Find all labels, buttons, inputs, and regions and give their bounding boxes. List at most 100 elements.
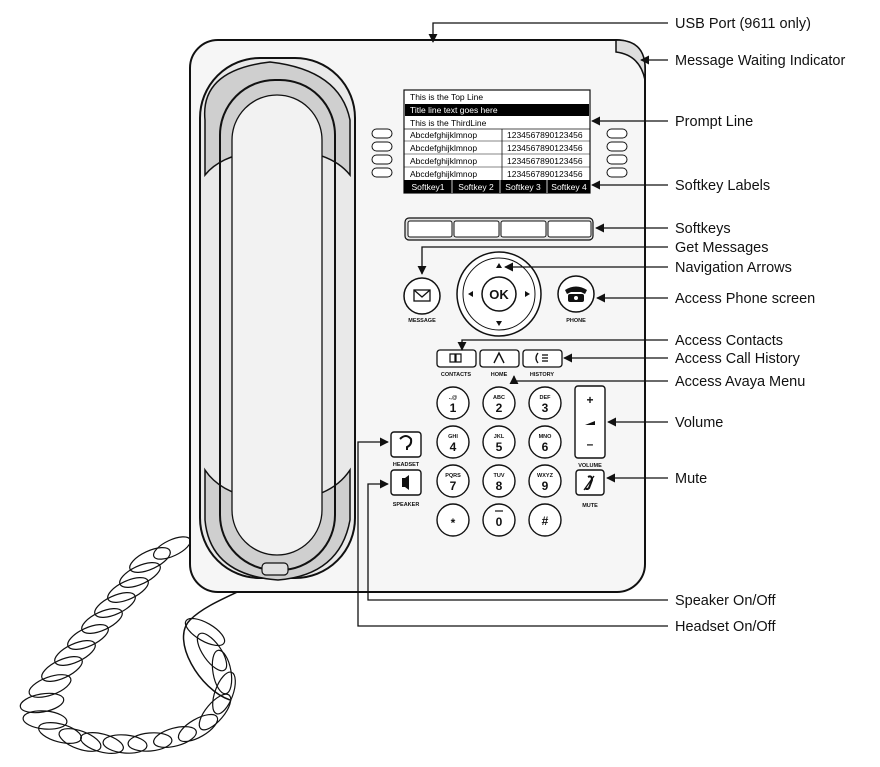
callout-get-messages: Get Messages <box>675 240 769 256</box>
speaker-button[interactable]: SPEAKER <box>390 469 422 508</box>
message-label: MESSAGE <box>408 318 436 324</box>
display-screen: This is the Top Line Title line text goe… <box>403 89 591 194</box>
softkey-label: Softkey1 <box>411 182 444 192</box>
svg-text:1: 1 <box>450 401 457 415</box>
display-row-right: 1234567890123456 <box>507 156 583 166</box>
callout-message-waiting: Message Waiting Indicator <box>675 53 845 69</box>
message-waiting-indicator <box>615 39 646 81</box>
book-icon <box>449 353 462 363</box>
svg-text:DEF: DEF <box>540 395 552 401</box>
phone-button[interactable]: PHONE <box>557 275 595 324</box>
message-button[interactable]: MESSAGE <box>403 277 441 324</box>
svg-text:ABC: ABC <box>493 395 505 401</box>
svg-text:JKL: JKL <box>494 434 505 440</box>
svg-text:6: 6 <box>542 440 549 454</box>
svg-text:#: # <box>542 514 549 528</box>
callout-labels: USB Port (9611 only) Message Waiting Ind… <box>675 16 845 635</box>
nav-down-arrow-icon[interactable] <box>496 321 502 326</box>
display-row-left: Abcdefghijklmnop <box>410 156 477 166</box>
mute-button[interactable]: MUTE <box>575 469 605 509</box>
nav-left-arrow-icon[interactable] <box>468 291 473 297</box>
softkeys <box>404 217 594 241</box>
nav-up-arrow-icon[interactable] <box>496 263 502 268</box>
svg-text:TUV: TUV <box>494 473 505 479</box>
callout-speaker: Speaker On/Off <box>675 593 776 609</box>
svg-text:GHI: GHI <box>448 434 458 440</box>
svg-text:MNO: MNO <box>539 434 553 440</box>
softkey-button[interactable] <box>500 220 547 238</box>
volume-plus-label: + <box>586 393 593 407</box>
svg-text:WXYZ: WXYZ <box>537 473 554 479</box>
display-row-left: Abcdefghijklmnop <box>410 169 477 179</box>
volume-rocker[interactable]: + – VOLUME <box>574 385 606 469</box>
svg-text:8: 8 <box>496 479 503 493</box>
key-star[interactable]: * <box>436 503 470 537</box>
mute-microphone-icon <box>584 475 594 490</box>
svg-text:2: 2 <box>496 401 503 415</box>
history-label: HISTORY <box>530 372 554 378</box>
contacts-button[interactable]: CONTACTS <box>436 349 477 378</box>
mute-label: MUTE <box>582 503 598 509</box>
callout-access-contacts: Access Contacts <box>675 333 783 349</box>
history-button[interactable]: HISTORY <box>522 349 563 378</box>
softkey-button[interactable] <box>407 220 453 238</box>
callout-headset: Headset On/Off <box>675 619 776 635</box>
key-1[interactable]: .,@1 <box>436 386 470 420</box>
softkey-label: Softkey 3 <box>505 182 541 192</box>
softkey-label: Softkey 2 <box>458 182 494 192</box>
callout-access-call-history: Access Call History <box>675 351 801 367</box>
home-label: HOME <box>491 372 508 378</box>
svg-text:*: * <box>451 516 456 530</box>
line-buttons[interactable] <box>371 128 628 178</box>
phone-label: PHONE <box>566 318 586 324</box>
callout-navigation-arrows: Navigation Arrows <box>675 260 792 276</box>
display-row-right: 1234567890123456 <box>507 169 583 179</box>
volume-label: VOLUME <box>578 463 602 469</box>
svg-text:4: 4 <box>450 440 457 454</box>
ok-button[interactable] <box>481 276 517 312</box>
svg-text:5: 5 <box>496 440 503 454</box>
svg-text:3: 3 <box>542 401 549 415</box>
headset-button[interactable]: HEADSET <box>390 431 422 468</box>
navigation-cluster[interactable]: OK <box>456 251 542 337</box>
key-0[interactable]: 0 <box>482 503 516 537</box>
callout-access-avaya-menu: Access Avaya Menu <box>675 374 805 390</box>
display-third-line: This is the ThirdLine <box>410 118 487 128</box>
callout-usb-port: USB Port (9611 only) <box>675 16 811 32</box>
callout-softkey-labels: Softkey Labels <box>675 178 770 194</box>
display-row-left: Abcdefghijklmnop <box>410 143 477 153</box>
callout-softkeys: Softkeys <box>675 221 731 237</box>
phone-icon <box>565 286 587 302</box>
callout-volume: Volume <box>675 415 723 431</box>
softkey-label: Softkey 4 <box>551 182 587 192</box>
volume-level-icon <box>585 421 595 425</box>
handset <box>199 57 356 581</box>
softkey-button[interactable] <box>547 220 592 238</box>
callout-mute: Mute <box>675 471 707 487</box>
home-button[interactable]: HOME <box>479 349 520 378</box>
nav-right-arrow-icon[interactable] <box>525 291 530 297</box>
contacts-label: CONTACTS <box>441 372 471 378</box>
callout-lines <box>357 22 668 627</box>
softkey-button[interactable] <box>453 220 500 238</box>
speaker-label: SPEAKER <box>393 502 420 508</box>
speaker-icon <box>402 475 409 490</box>
coiled-cord <box>19 536 279 754</box>
display-title-line: Title line text goes here <box>410 105 498 115</box>
svg-text:PQRS: PQRS <box>445 473 461 479</box>
key-hash[interactable]: # <box>528 503 562 537</box>
svg-text:9: 9 <box>542 479 549 493</box>
display-row-right: 1234567890123456 <box>507 143 583 153</box>
history-icon <box>535 352 548 364</box>
headset-label: HEADSET <box>393 462 420 468</box>
